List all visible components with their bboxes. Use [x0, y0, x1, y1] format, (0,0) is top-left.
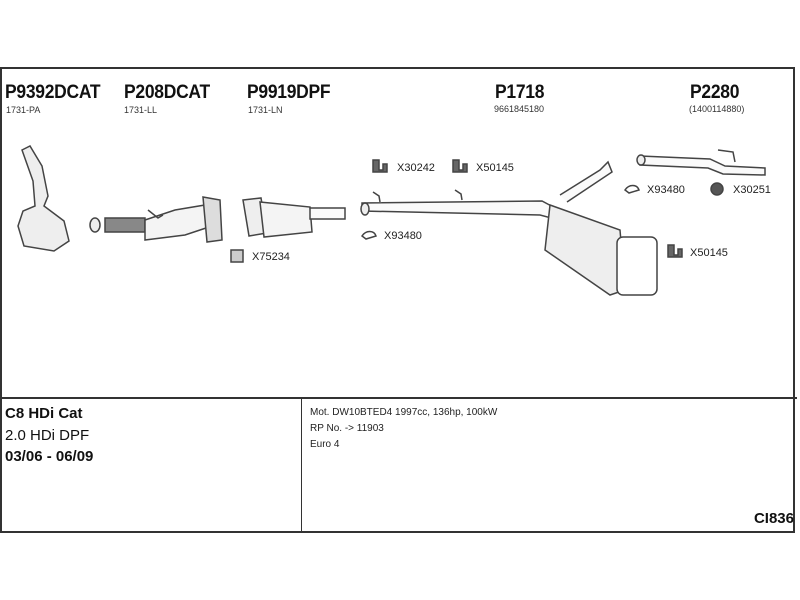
- middle-muffler-pipe-drawing: [360, 160, 658, 296]
- manifold-catalyst-drawing: [17, 145, 70, 252]
- spec-line: Mot. DW10BTED4 1997cc, 136hp, 100kW: [310, 407, 498, 418]
- tailpipe-drawing: [636, 149, 766, 176]
- accessory-label: X50145: [476, 162, 514, 174]
- part-number: P9392DCAT: [5, 82, 101, 103]
- clamp-icon: [360, 230, 377, 240]
- part-number: P208DCAT: [124, 82, 210, 103]
- diagram-frame: [0, 67, 795, 533]
- dpf-drawing: [242, 197, 346, 238]
- accessory-label: X50145: [690, 247, 728, 259]
- spec-line: Euro 4: [310, 439, 340, 450]
- hanger-icon: [452, 159, 468, 173]
- vehicle-engine: 2.0 HDi DPF: [5, 427, 90, 444]
- vehicle-model: C8 HDi Cat: [5, 405, 83, 422]
- part-ref: 1731-LL: [124, 105, 158, 115]
- part-number: P1718: [495, 82, 545, 103]
- vehicle-period: 03/06 - 06/09: [5, 448, 94, 465]
- accessory-label: X30242: [397, 162, 435, 174]
- flex-pipe-catalyst-drawing: [89, 196, 223, 243]
- part-ref: 9661845180: [494, 104, 545, 114]
- accessory-label: X93480: [384, 230, 422, 242]
- rubber-mount-icon: [710, 182, 724, 196]
- part-number: P2280: [690, 82, 740, 103]
- clamp-icon: [623, 184, 640, 194]
- accessory-label: X75234: [252, 251, 290, 263]
- part-number: P9919DPF: [247, 82, 331, 103]
- spec-line: RP No. -> 11903: [310, 423, 384, 434]
- part-ref: (1400114880): [689, 104, 745, 114]
- diagram-code: CI836: [753, 510, 794, 527]
- exhaust-diagram: [17, 145, 766, 296]
- divider: [301, 398, 302, 533]
- gasket-icon: [230, 249, 244, 263]
- hanger-icon: [667, 244, 683, 258]
- divider: [0, 397, 797, 399]
- part-ref: 1731-LN: [248, 105, 283, 115]
- hanger-icon: [372, 159, 388, 173]
- accessory-label: X30251: [733, 184, 771, 196]
- part-ref: 1731-PA: [6, 105, 41, 115]
- accessory-label: X93480: [647, 184, 685, 196]
